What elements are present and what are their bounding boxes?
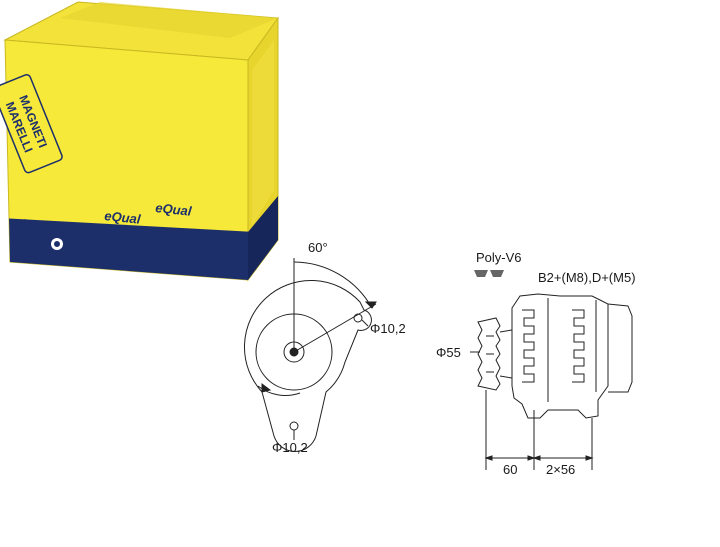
- dim-60-label: 60: [503, 462, 517, 477]
- packaging-box: MAGNETI MARELLI eQual eQual eQual: [0, 1, 279, 282]
- equal-label-2: eQual: [104, 208, 142, 227]
- rear-cover: [607, 303, 633, 393]
- main-housing: [511, 293, 609, 419]
- cooling-fins-rear: [572, 309, 585, 383]
- dim-2x56-label: 2×56: [546, 462, 575, 477]
- alternator-side-view: [470, 293, 633, 470]
- brand-logo: MAGNETI MARELLI: [0, 74, 63, 174]
- front-housing: [499, 329, 513, 379]
- rotation-arrow: [257, 385, 301, 397]
- terminals-label: B2+(M8),D+(M5): [538, 270, 636, 285]
- top-mount-hole: [353, 313, 363, 323]
- alternator-front-view: [244, 258, 377, 452]
- equal-label-3: eQual: [155, 200, 193, 219]
- top-hole-label: Φ10,2: [370, 321, 406, 336]
- pulley-type-label: Poly-V6: [476, 250, 522, 265]
- pulley: [477, 317, 501, 391]
- angle-diagonal-line: [293, 303, 377, 353]
- cooling-fins-front: [522, 309, 535, 383]
- diameter-label: Φ55: [436, 345, 461, 360]
- angle-label: 60°: [308, 240, 328, 255]
- box-side-panel: [252, 40, 274, 226]
- box-side-navy-band: [248, 196, 278, 280]
- top-hole-leader: [361, 319, 369, 327]
- bottom-mount-hole: [289, 421, 299, 431]
- equal-label-1: eQual: [12, 215, 50, 234]
- box-top-shade: [60, 2, 278, 38]
- poly-v-belt-icon: [474, 270, 504, 277]
- angle-arc: [293, 261, 373, 309]
- bottom-hole-label: Φ10,2: [272, 440, 308, 455]
- front-housing-outline: [244, 279, 372, 452]
